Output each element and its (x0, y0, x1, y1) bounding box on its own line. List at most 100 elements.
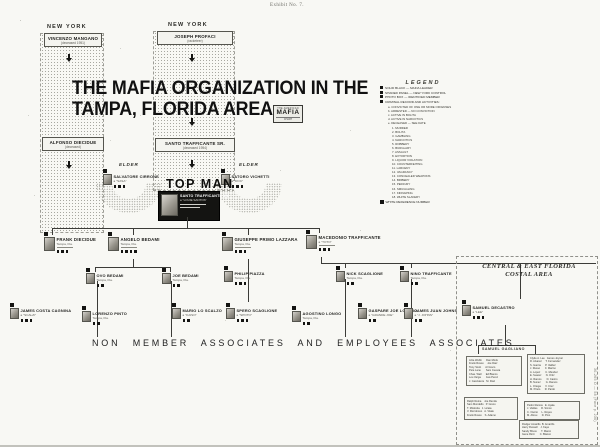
person-name: JOSEPH PROFACI (174, 34, 216, 39)
person-james-costa-cagnina: JAMES COSTA CAGNINA a "SCALZI" (10, 303, 71, 322)
mugshot-photo (162, 272, 171, 284)
person-detail: Tampa, Fla. (96, 277, 113, 282)
connector-line (345, 263, 346, 268)
stamp-foot-text: CHART (276, 117, 300, 121)
mugshot-photo (161, 194, 178, 216)
person-name: PHILIP PIAZZA (234, 270, 265, 276)
ny-header-right: NEW YORK (168, 22, 208, 28)
record-icons (236, 318, 278, 322)
person-detail: Tampa, Fla. (56, 241, 73, 246)
mugshot-photo (226, 307, 235, 319)
elder-label-left: ELDER (119, 162, 139, 167)
ny-header-left: NEW YORK (47, 24, 87, 30)
person-name: SPERO SCAGLIONE (236, 307, 278, 313)
elder-fan-left-inner (112, 183, 146, 199)
ref-chip (172, 303, 176, 307)
person-detail: a "KAISO" (182, 312, 197, 317)
connector-line (97, 281, 98, 337)
text-bar (56, 246, 73, 248)
person-samuel-decastro: SAMUEL DECASTRO a "LEE" (462, 300, 515, 319)
person-detail: a "TOTO" (318, 239, 332, 244)
mafia-stamp: THE AMERICAN MAFIA CHART (273, 105, 303, 123)
top-man-box: SANTO TRAFFICANTE JR. a "LOUIE SANTOS" (158, 191, 229, 221)
legend-footer: WHITE REFERENCE NUMBER (380, 200, 466, 204)
connector-line (52, 228, 53, 235)
record-icons (231, 184, 270, 188)
record-icons (120, 249, 160, 253)
person-nick-scaglione: NICK SCAGLIONE Tampa, Fla. (336, 266, 383, 285)
ref-chip (82, 306, 86, 310)
mugshot-photo (292, 310, 301, 322)
connector-line (321, 257, 322, 264)
person-name: SANTO TRAFFICANTE SR. (165, 141, 225, 146)
person-name: GASPARE JOE LOTENO (368, 307, 418, 313)
person-detail: (deceased 1954) (183, 146, 207, 150)
record-icons (414, 318, 458, 322)
mugshot-photo (10, 307, 19, 319)
ref-chip (462, 300, 466, 304)
ref-chip (404, 303, 408, 307)
person-detail: Tampa, Fla. (120, 241, 137, 246)
person-mario-lo-scalzo: MARIO LO SCALZO a "KAISO" (172, 303, 222, 322)
text-bar (120, 246, 137, 248)
connector-line (52, 228, 320, 229)
person-detail: Tampa, Fla. (234, 275, 251, 280)
person-macedonio-trafficante: MACEDONIO TRAFFICANTE a "TOTO" (306, 230, 381, 251)
connector-line (95, 267, 96, 272)
stamp-small-text: THE AMERICAN (277, 107, 299, 110)
printers-note: 30-265 O — 58 (Face p. 230) (593, 368, 597, 422)
top-man-label: TOP MAN (166, 177, 234, 191)
associates-banner: NON MEMBER ASSOCIATES AND EMPLOYEES ASSO… (92, 338, 515, 348)
connector-line (248, 259, 249, 302)
person-name: NINO TRAFFICANTE (410, 270, 452, 276)
ref-chip (222, 232, 226, 236)
person-detail: a "J. JOHNS" (414, 312, 434, 317)
record-icons (472, 315, 515, 319)
person-spero-scaglione: SPERO SCAGLIONE a "SPOTO" (226, 303, 277, 322)
coastal-title-line2: COSTAL AREA (505, 271, 553, 279)
text-bar (234, 246, 251, 248)
mugshot-photo (86, 272, 95, 284)
ref-chip (162, 268, 166, 272)
connector-line (133, 228, 134, 235)
person-frank-diecidue: FRANK DIECIDUE Tampa, Fla. (44, 232, 96, 253)
record-icons (302, 321, 342, 325)
scan-noise (20, 20, 21, 21)
connector-line (505, 325, 506, 345)
record-icons (113, 184, 159, 188)
connector-line (520, 263, 521, 299)
person-detail: (deceased 1951) (61, 41, 85, 45)
person-salvatore-cirrone: SALVATORE CIRRONE a "SASA" (103, 169, 159, 188)
mugshot-photo (221, 173, 230, 185)
down-arrow-icon (189, 160, 195, 168)
person-detail: a "GRANDE JOE" (368, 312, 394, 317)
person-detail: Tampa, Fla. (234, 241, 251, 246)
ref-chip (336, 266, 340, 270)
person-james-juan-johns: JAMES JUAN JOHNS a "J. JOHNS" (404, 303, 457, 322)
mugshot-photo (224, 270, 233, 282)
box-vincenzo-mangano: VINCENZO MANGANO (deceased 1951) (44, 33, 102, 47)
coastal-title-line1: CENTRAL & EAST FLORIDA (482, 263, 576, 270)
record-icons (182, 318, 223, 322)
ref-chip (306, 230, 310, 234)
mugshot-photo (82, 310, 91, 322)
person-name: MARIO LO SCALZO (182, 307, 223, 313)
mugshot-photo (358, 307, 367, 319)
record-icons (172, 283, 199, 287)
person-detail: Tampa, Fla. (410, 275, 427, 280)
person-detail: Tampa, Fla. (346, 275, 363, 280)
person-philip-piazza: PHILIP PIAZZA Tampa, Fla. (224, 266, 265, 285)
mugshot-photo (108, 236, 119, 251)
person-name: JAMES COSTA CAGNINA (20, 307, 72, 313)
text-bar (180, 206, 200, 208)
mugshot-photo (172, 307, 181, 319)
text-bar (180, 203, 206, 205)
mugshot-photo (462, 304, 471, 316)
person-name: SALVATORE CIRRONE (113, 173, 159, 179)
person-name: OVO BEDAMI (96, 272, 124, 278)
title-line2: TAMPA, FLORIDA AREA (72, 99, 273, 121)
associates-group-header: SAMUEL GAGLIANO (482, 347, 525, 351)
